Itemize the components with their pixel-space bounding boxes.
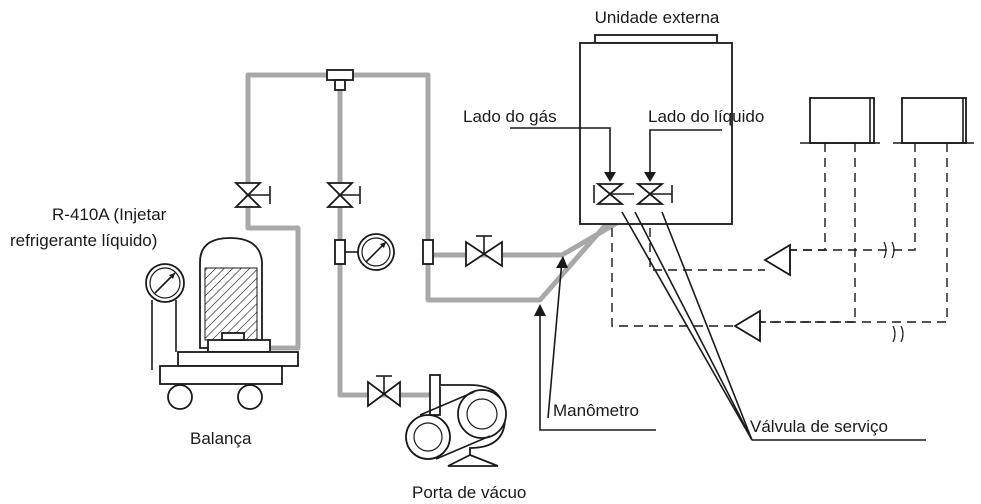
vacuum-pump	[405, 374, 507, 467]
hose-network	[245, 72, 625, 398]
scale-gauge	[145, 263, 185, 303]
liquid-service-valve	[635, 183, 673, 205]
hose-connector	[422, 239, 434, 265]
refrigerant-label-line2: refrigerante líquido)	[10, 231, 157, 250]
branch-joint-upper	[763, 243, 791, 277]
gas-side-arrowhead	[604, 172, 616, 182]
outdoor-unit-label: Unidade externa	[595, 8, 720, 27]
pipe-break-marks	[883, 241, 904, 343]
gas-side-label: Lado do gás	[463, 107, 557, 126]
gas-side-leader	[510, 127, 611, 178]
indoor-unit-2	[893, 97, 974, 144]
charge-valve	[465, 235, 503, 268]
service-valve-leaders	[621, 211, 926, 441]
scale-cart	[151, 300, 299, 410]
service-valve-label: Válvula de serviço	[750, 417, 888, 436]
refrigerant-label-line1: R-410A (Injetar	[52, 205, 167, 224]
vacuum-valve	[367, 375, 401, 408]
indoor-unit-1	[800, 97, 880, 144]
vacuum-port-label: Porta de vácuo	[412, 483, 526, 502]
scale-label: Balança	[190, 429, 252, 448]
manifold-valve-center	[325, 182, 361, 208]
tee-fitting	[326, 69, 354, 91]
liquid-side-label: Lado do líquido	[648, 107, 764, 126]
liquid-side-leader	[649, 129, 722, 178]
refrigerant-cylinder	[199, 237, 271, 353]
branch-joint-lower	[733, 309, 761, 343]
liquid-side-arrowhead	[644, 172, 656, 182]
manometer-label: Manômetro	[553, 401, 639, 420]
gas-service-valve	[593, 183, 634, 205]
manometer-leaders	[534, 256, 656, 431]
pressure-gauge-center	[334, 233, 395, 271]
manifold-valve-left	[233, 182, 271, 208]
